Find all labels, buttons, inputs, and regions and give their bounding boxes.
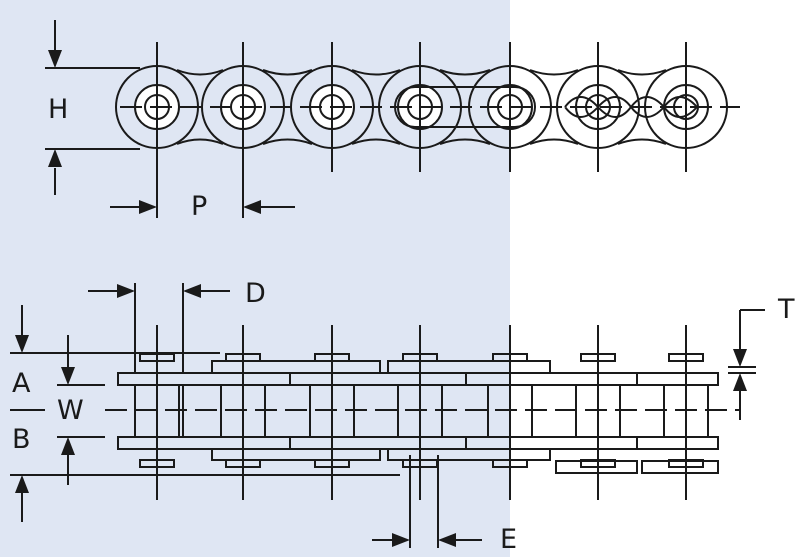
outer-plate-top bbox=[636, 372, 719, 386]
label-d: D bbox=[245, 278, 266, 309]
label-p: P bbox=[191, 191, 208, 222]
link-waist bbox=[439, 69, 491, 145]
arrow-icon bbox=[733, 373, 747, 391]
arrow-icon bbox=[61, 437, 75, 455]
outer-plate-bottom bbox=[465, 436, 638, 450]
link-waist bbox=[617, 69, 667, 145]
label-b: B bbox=[12, 424, 31, 455]
inner-plate-bottom bbox=[387, 448, 551, 461]
arrow-icon bbox=[61, 367, 75, 385]
arrow-icon bbox=[48, 149, 62, 167]
outer-plate-top bbox=[465, 372, 638, 386]
inner-plate-bottom bbox=[211, 448, 381, 461]
outer-plate-top bbox=[117, 372, 291, 386]
arrow-icon bbox=[183, 284, 201, 298]
link-waist bbox=[529, 69, 579, 145]
link-waist bbox=[351, 69, 401, 145]
arrow-icon bbox=[733, 349, 747, 367]
arrow-icon bbox=[48, 50, 62, 68]
inner-plate-top bbox=[211, 360, 381, 374]
arrow-icon bbox=[139, 200, 157, 214]
arrow-icon bbox=[15, 335, 29, 353]
arrow-icon bbox=[392, 533, 410, 547]
outer-plate-bottom bbox=[117, 436, 291, 450]
label-t: T bbox=[778, 294, 795, 325]
arrow-icon bbox=[243, 200, 261, 214]
arrow-icon bbox=[438, 533, 456, 547]
outer-plate-bottom bbox=[289, 436, 467, 450]
label-a: A bbox=[12, 368, 31, 399]
label-e: E bbox=[500, 524, 518, 555]
link-waist bbox=[262, 69, 313, 145]
link-waist bbox=[176, 69, 224, 145]
inner-plate-top bbox=[387, 360, 551, 374]
arrow-icon bbox=[117, 284, 135, 298]
outer-plate-bottom bbox=[636, 436, 719, 450]
label-w: W bbox=[57, 395, 84, 426]
label-h: H bbox=[48, 94, 69, 125]
arrow-icon bbox=[15, 475, 29, 493]
outer-plate-top bbox=[289, 372, 467, 386]
